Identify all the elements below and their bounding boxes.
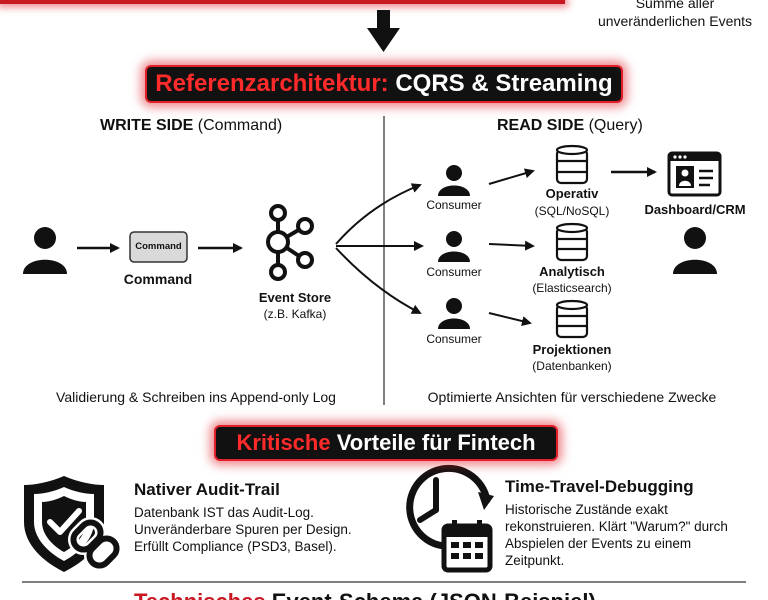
benefit-time-line: rekonstruieren. Klärt "Warum?" durch: [505, 519, 728, 534]
command-box: [129, 231, 188, 263]
write-side-title: WRITE SIDE (Command): [100, 117, 282, 135]
write-side-title-rest: (Command): [197, 117, 283, 134]
banner-reference-architecture: Referenzarchitektur: CQRS & Streaming: [145, 65, 623, 103]
clock-calendar-icon: [406, 464, 494, 573]
down-arrow-icon: [367, 10, 400, 52]
benefit-time-line: Historische Zustände exakt: [505, 502, 668, 517]
benefit-title-audit: Nativer Audit-Trail: [134, 480, 280, 499]
event-store-label: Event Store: [258, 290, 332, 305]
bottom-banner-clip: Technisches Event-Schema (JSON-Beispiel): [0, 589, 768, 600]
banner1-accent: Referenzarchitektur:: [155, 70, 389, 97]
read-side-title: READ SIDE (Query): [497, 117, 643, 135]
benefit-text-audit: Datenbank IST das Audit-Log. Unveränderb…: [134, 504, 384, 555]
store-sub-projektionen: (Datenbanken): [532, 359, 612, 373]
consumer-icon-1: [438, 165, 470, 196]
consumer-icon-3: [438, 298, 470, 329]
banner2-accent: Kritische: [236, 430, 331, 455]
benefit-audit-line: Datenbank IST das Audit-Log.: [134, 505, 314, 520]
arrow-consumer1-db: [488, 168, 535, 185]
consumer-label-3: Consumer: [426, 332, 482, 346]
arrow-consumer2-db: [488, 240, 535, 251]
dashboard-label: Dashboard/CRM: [644, 202, 746, 217]
store-title-projektionen: Projektionen: [532, 342, 612, 357]
bottom-banner-rest: Event-Schema (JSON-Beispiel): [272, 589, 596, 600]
kafka-icon: [266, 204, 314, 281]
consumer-label-1: Consumer: [426, 198, 482, 212]
banner2-rest: Vorteile für Fintech: [336, 430, 536, 455]
consumer-label-2: Consumer: [426, 265, 482, 279]
benefit-audit-line: Erfüllt Compliance (PSD3, Basel).: [134, 539, 337, 554]
banner-critical-benefits: Kritische Vorteile für Fintech: [214, 425, 558, 461]
benefit-time-line: Abspielen der Events zu einem: [505, 536, 692, 551]
banner1-rest: CQRS & Streaming: [395, 70, 613, 97]
write-side-title-bold: WRITE SIDE: [100, 117, 194, 134]
benefit-title-time-travel: Time-Travel-Debugging: [505, 477, 694, 496]
event-store-sub: (z.B. Kafka): [263, 307, 327, 321]
benefit-time-travel: Time-Travel-Debugging Historische Zustän…: [505, 477, 760, 569]
bottom-banner: Technisches Event-Schema (JSON-Beispiel): [134, 589, 596, 600]
store-sub-analytisch: (Elasticsearch): [532, 281, 612, 295]
benefit-audit-line: Unveränderbare Spuren per Design.: [134, 522, 352, 537]
top-note: Summe aller unveränderlichen Events: [590, 0, 760, 30]
top-note-line2: unveränderlichen Events: [597, 13, 753, 29]
chain-link-icon: [67, 516, 123, 572]
dashboard-icon: [667, 151, 722, 197]
arrow-consumer3-db: [488, 312, 532, 326]
command-box-text: Command: [135, 241, 182, 252]
command-label: Command: [123, 271, 193, 287]
benefit-audit-trail: Nativer Audit-Trail Datenbank IST das Au…: [134, 480, 384, 555]
bottom-banner-accent: Technisches: [134, 589, 266, 600]
benefit-time-line: Zeitpunkt.: [505, 553, 565, 568]
consumer-icon-2: [438, 231, 470, 262]
read-side-caption: Optimierte Ansichten für verschiedene Zw…: [427, 389, 717, 405]
database-icon-projektionen: [555, 299, 589, 339]
top-banner-edge: [0, 0, 565, 4]
database-icon-analytisch: [555, 222, 589, 262]
top-note-line1: Summe aller: [635, 0, 715, 11]
benefit-text-time-travel: Historische Zustände exakt rekonstruiere…: [505, 501, 760, 569]
user-icon-writer: [23, 227, 67, 274]
store-title-operativ: Operativ: [545, 186, 599, 201]
store-title-analytisch: Analytisch: [539, 264, 605, 279]
write-side-caption: Validierung & Schreiben ins Append-only …: [56, 389, 336, 405]
fanout-arrows: [335, 183, 424, 314]
user-icon-reader: [673, 227, 717, 274]
store-sub-operativ: (SQL/NoSQL): [534, 204, 610, 218]
read-side-title-rest: (Query): [588, 117, 643, 134]
database-icon-operativ: [555, 144, 589, 185]
read-side-title-bold: READ SIDE: [497, 117, 585, 134]
